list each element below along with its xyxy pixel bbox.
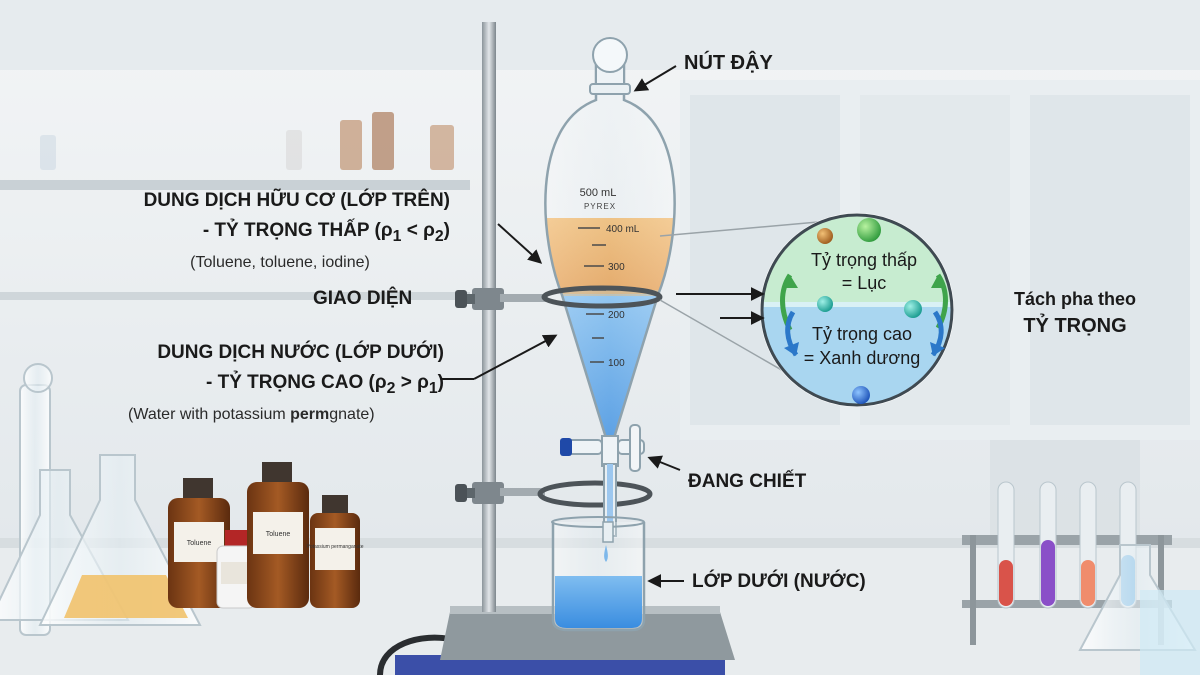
aqueous-density-text: ) <box>437 372 444 393</box>
stopcock-arrow-icon <box>647 455 681 471</box>
aqueous-layer-title: DUNG DỊCH NƯỚC (LỚP DƯỚI) <box>157 342 444 363</box>
reagent-bottles: Toluene Toluene Potassium permanganate <box>168 462 364 609</box>
leader-arrows <box>442 65 765 588</box>
aqueous-layer-note: (Water with potassium permgnate) <box>128 406 458 424</box>
separation-line1: Tách pha theo <box>1013 289 1136 309</box>
retort-stand <box>377 22 735 675</box>
mark-300: 300 <box>608 262 625 273</box>
bottle-label-2: Toluene <box>266 531 291 538</box>
organic-layer-title: DUNG DỊCH HỮU CƠ (LỚP TRÊN) <box>143 190 450 211</box>
particle-green <box>857 218 881 242</box>
aqueous-density: - TỶ TRỌNG CAO (ρ2 > ρ1) <box>30 370 444 402</box>
stopper-arrow-icon <box>633 65 677 92</box>
organic-density-text: ) <box>443 220 450 241</box>
support-ring <box>541 285 663 309</box>
zoom-upper-line2: = Lục <box>842 273 887 293</box>
bottom-layer-label: LỚP DƯỚI (NƯỚC) <box>692 571 866 592</box>
organic-density-text: - TỶ TRỌNG THẤP (ρ <box>202 220 393 241</box>
zoom-upper-line1: Tỷ trọng thấp <box>811 250 917 270</box>
aqueous-note-text: gnate) <box>329 406 375 423</box>
separation-caption: Tách pha theo TỶ TRỌNG <box>975 286 1175 340</box>
particle-teal <box>817 296 833 312</box>
subscript: 2 <box>386 379 396 397</box>
aqueous-density-text: - TỶ TRỌNG CAO (ρ <box>205 372 387 393</box>
test-tube-rack <box>962 481 1200 675</box>
stopper-knob <box>592 37 628 73</box>
mark-400: 400 mL <box>606 224 640 235</box>
interface-label: GIAO DIỆN <box>313 288 413 309</box>
mark-200: 200 <box>608 310 625 321</box>
mark-100: 100 <box>608 358 625 369</box>
aqueous-density-text: > ρ <box>395 372 429 393</box>
aqueous-note-bold: perm <box>290 406 330 423</box>
particle-blue <box>852 386 870 404</box>
beaker <box>551 516 646 632</box>
flask-volume: 500 mL <box>580 187 617 199</box>
zoom-lower-line1: Tỷ trọng cao <box>812 324 912 344</box>
subscript: 1 <box>428 379 438 397</box>
subscript: 2 <box>434 227 444 245</box>
flask-brand: PYREX <box>584 202 616 211</box>
aqueous-note-text: (Water with potassium <box>128 406 291 423</box>
organic-density-text: < ρ <box>401 220 435 241</box>
subscript: 1 <box>392 227 402 245</box>
particle-teal <box>904 300 922 318</box>
left-glassware <box>0 363 202 636</box>
aqueous-arrow-icon <box>473 334 558 380</box>
stopcock-handle <box>629 424 641 472</box>
stopcock-cap <box>560 438 572 456</box>
organic-arrow-icon <box>497 223 543 264</box>
particle-brown <box>817 228 833 244</box>
draining-label: ĐANG CHIẾT <box>688 471 807 492</box>
organic-density: - TỶ TRỌNG THẤP (ρ1 < ρ2) <box>40 218 450 250</box>
stopper-label: NÚT ĐẬY <box>684 52 773 74</box>
bottle-label-3: Potassium permanganate <box>307 544 364 550</box>
separation-line2: TỶ TRỌNG <box>1023 315 1127 337</box>
organic-layer-note: (Toluene, toluene, iodine) <box>190 254 370 271</box>
zoom-lower-line2: = Xanh dương <box>804 348 920 368</box>
bottle-label-1: Toluene <box>187 540 212 547</box>
